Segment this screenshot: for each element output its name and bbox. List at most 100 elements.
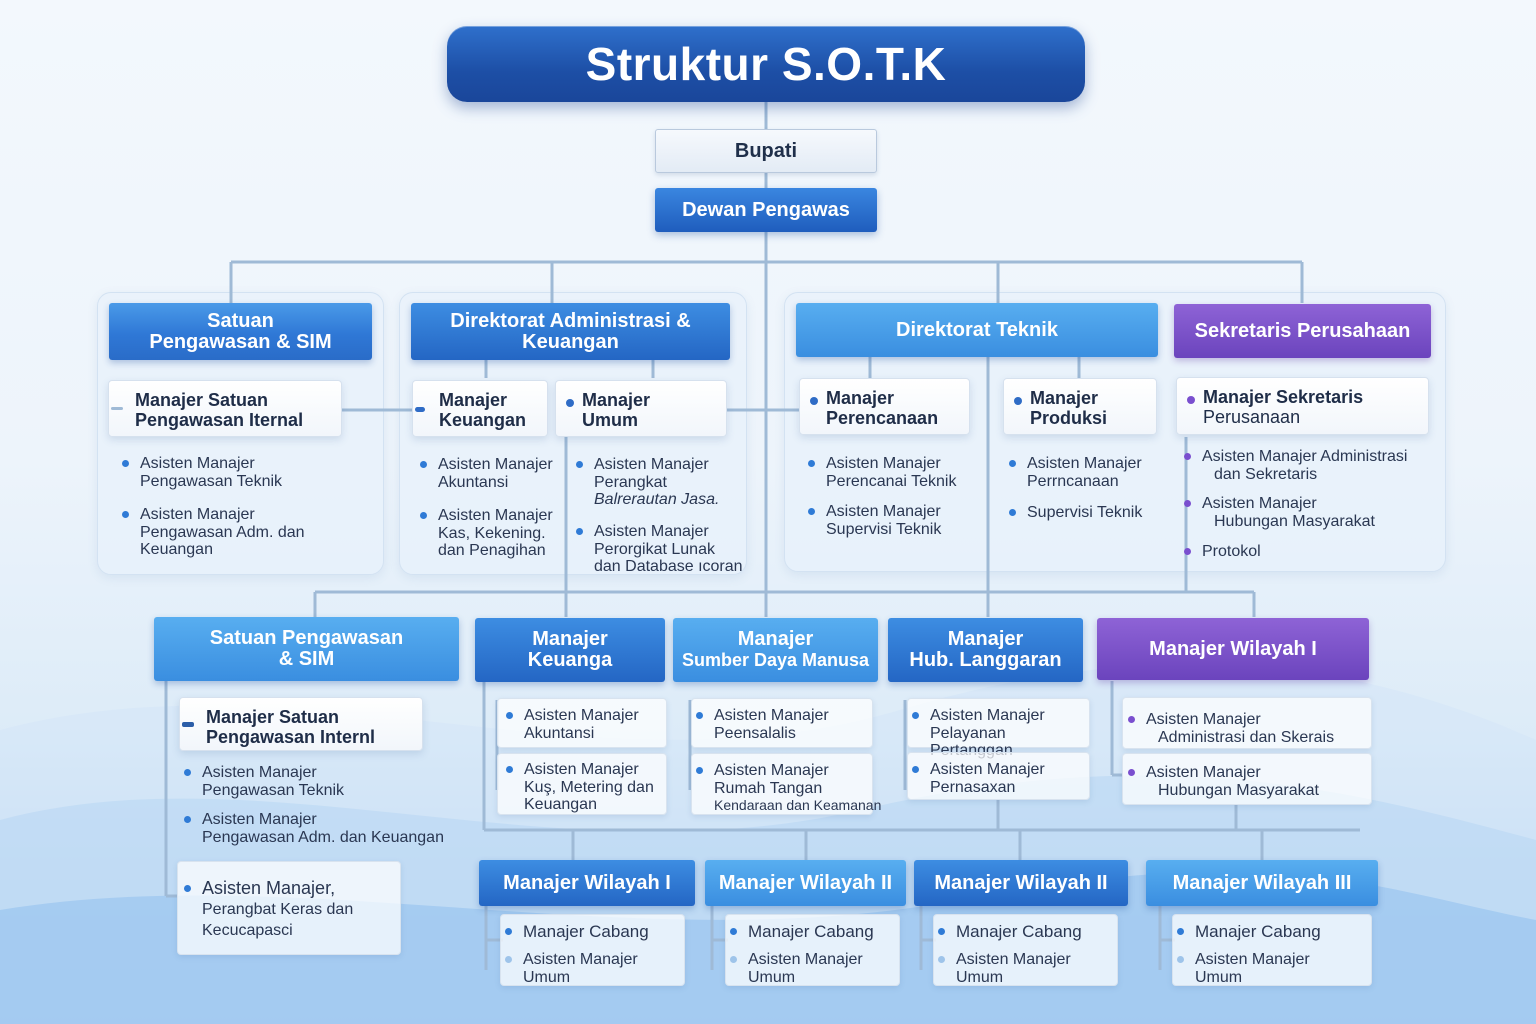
branch-card-1: Manajer Cabang Asisten Manajer Umum — [500, 914, 685, 986]
item-line: Asisten Manajer — [930, 761, 1045, 778]
dewan-pengawas-box: Dewan Pengawas — [655, 188, 877, 232]
list-item: Asisten Manajer Supervisi Teknik — [808, 503, 983, 538]
item-line: Pengawasan Adm. dan — [140, 523, 305, 541]
item-line: Asisten Manajer — [594, 456, 709, 473]
item-line: Pengawasan Teknik — [202, 781, 345, 799]
list-item: Asisten Manajer Akuntansi — [420, 456, 566, 491]
list-item: Asisten Manajer, Perangbat Keras dan Kec… — [184, 878, 399, 941]
list-item: Asisten Manajer Peensalalis — [696, 707, 872, 742]
item-line: Pengawasan Teknik — [140, 472, 283, 490]
card-line: Keuangan — [439, 410, 527, 430]
header-manajer-wilayah-i-purple: Manajer Wilayah I — [1097, 618, 1369, 680]
item-line: Asisten Manajer — [826, 455, 941, 472]
bullet-icon — [506, 766, 513, 773]
bullet-icon — [1177, 928, 1184, 935]
item-line: Asisten Manajer — [826, 503, 941, 520]
bullet-icon — [576, 528, 583, 535]
item-line: Asisten Manajer — [202, 811, 317, 828]
bullet-icon — [938, 928, 945, 935]
card-manajer-satuan-pengawasan-2: Manajer Satuan Pengawasan Internl — [179, 697, 423, 751]
bullet-icon — [1184, 453, 1191, 460]
bullet-icon — [1184, 548, 1191, 555]
bullet-icon — [1014, 397, 1022, 405]
bullet-icon — [576, 461, 583, 468]
header-satuan-pengawasan-sim-2: Satuan Pengawasan & SIM — [154, 617, 459, 681]
item-line: Supervisi Teknik — [826, 520, 942, 538]
bullet-icon — [184, 816, 191, 823]
item-line: Perrncanaan — [1027, 472, 1119, 490]
list-item: Asisten Manajer Administrasi dan Skerais — [1128, 711, 1373, 746]
card-line: Manajer — [439, 390, 508, 410]
item-line: Asisten Manajer Administrasi — [1202, 448, 1408, 465]
item-line: Asisten Manajer — [594, 523, 709, 540]
header-manajer-keuanga: Manajer Keuanga — [475, 618, 665, 682]
card-asisten-akuntansi: Asisten Manajer Akuntansi — [497, 698, 667, 748]
header-manajer-sdm: Manajer Sumber Daya Manusa — [673, 618, 878, 682]
item-line: Umum — [523, 968, 571, 986]
item-line: Asisten Manajer, — [202, 878, 336, 898]
bupati-box: Bupati — [655, 129, 877, 173]
list-item: Manajer Cabang — [730, 923, 900, 941]
list-item: Asisten Manajer Perorgikat Lunak dan Dat… — [576, 523, 746, 576]
card-asisten-pelayanan: Asisten Manajer Pelayanan Pertanggan — [907, 698, 1090, 759]
header-line: Manajer — [737, 628, 814, 650]
card-line: Produksi — [1030, 408, 1108, 428]
item-line: Hubungan Masyarakat — [1158, 781, 1319, 799]
item-line: Keuangan — [140, 541, 213, 558]
item-line: Asisten Manajer — [714, 707, 829, 724]
card-line: Manajer Satuan — [135, 390, 269, 410]
header-line: Manajer — [947, 628, 1024, 650]
bullet-icon — [1177, 956, 1184, 963]
bullet-icon — [696, 712, 703, 719]
bullet-icon — [420, 461, 427, 468]
item-line: dan Database ıcoran — [594, 558, 743, 575]
header-line: Pengawasan & SIM — [149, 330, 332, 353]
bullet-icon — [505, 956, 512, 963]
item-line: Asisten Manajer — [438, 456, 553, 473]
bullet-icon — [1009, 509, 1016, 516]
item-line: Supervisi Teknik — [1027, 504, 1143, 521]
item-line: Pengawasan Adm. dan Keuangan — [202, 828, 444, 846]
header-line: Manajer — [532, 628, 608, 650]
card-line: Pengawasan Internl — [206, 727, 376, 747]
list-item: Asisten Manajer Hubungan Masyarakat — [1128, 764, 1373, 799]
bullet-icon — [1128, 769, 1135, 776]
card-line: Manajer — [582, 390, 651, 410]
item-line: Asisten Manajer — [1146, 711, 1261, 728]
card-line: Manajer Sekretaris — [1203, 387, 1364, 407]
item-line: Kecucapasci — [202, 922, 293, 939]
list-item: Asisten Manajer Hubungan Masyarakat — [1184, 495, 1434, 530]
bullet-icon — [420, 512, 427, 519]
header-line: Hub. Langgaran — [909, 649, 1062, 671]
header-line: Satuan Pengawasan — [209, 627, 404, 649]
item-line: Umum — [1195, 968, 1243, 986]
list-item: Asisten Manajer Pernasaxan — [912, 761, 1090, 796]
card-line: Umum — [582, 410, 639, 430]
branch-card-3: Manajer Cabang Asisten Manajer Umum — [933, 914, 1118, 986]
item-line: Perencanai Teknik — [826, 472, 957, 490]
bullet-icon — [1184, 500, 1191, 507]
connector-dash — [111, 407, 123, 410]
card-manajer-satuan-pengawasan: Manajer Satuan Pengawasan Iternal — [108, 380, 342, 437]
item-line: Umum — [956, 968, 1004, 986]
card-line: Pengawasan Iternal — [135, 410, 304, 430]
item-line: Akuntansi — [438, 473, 509, 491]
bullet-icon — [1009, 460, 1016, 467]
card-manajer-perencanaan: Manajer Perencanaan — [799, 378, 970, 435]
item-line: Asisten Manajer — [438, 507, 553, 524]
item-line: Manajer Cabang — [1195, 922, 1321, 941]
header-line: Keuanga — [527, 649, 613, 671]
item-line: Asisten Manajer — [714, 762, 829, 779]
item-line: dan Sekretaris — [1214, 465, 1318, 483]
item-line: Keuangan — [524, 796, 597, 813]
header-satuan-pengawasan-sim: Satuan Pengawasan & SIM — [109, 303, 372, 360]
item-line: Asisten Manajer — [930, 707, 1045, 724]
item-line: Asisten Manajer — [1146, 764, 1261, 781]
bullet-icon — [808, 460, 815, 467]
list-item: Asisten Manajer Perencanai Teknik — [808, 455, 983, 490]
card-asisten-administrasi: Asisten Manajer Administrasi dan Skerais — [1122, 697, 1372, 749]
bullet-icon — [730, 956, 737, 963]
item-line: Kuş, Metering dan — [524, 778, 654, 796]
bullet-icon — [566, 399, 574, 407]
bullet-icon — [696, 767, 703, 774]
